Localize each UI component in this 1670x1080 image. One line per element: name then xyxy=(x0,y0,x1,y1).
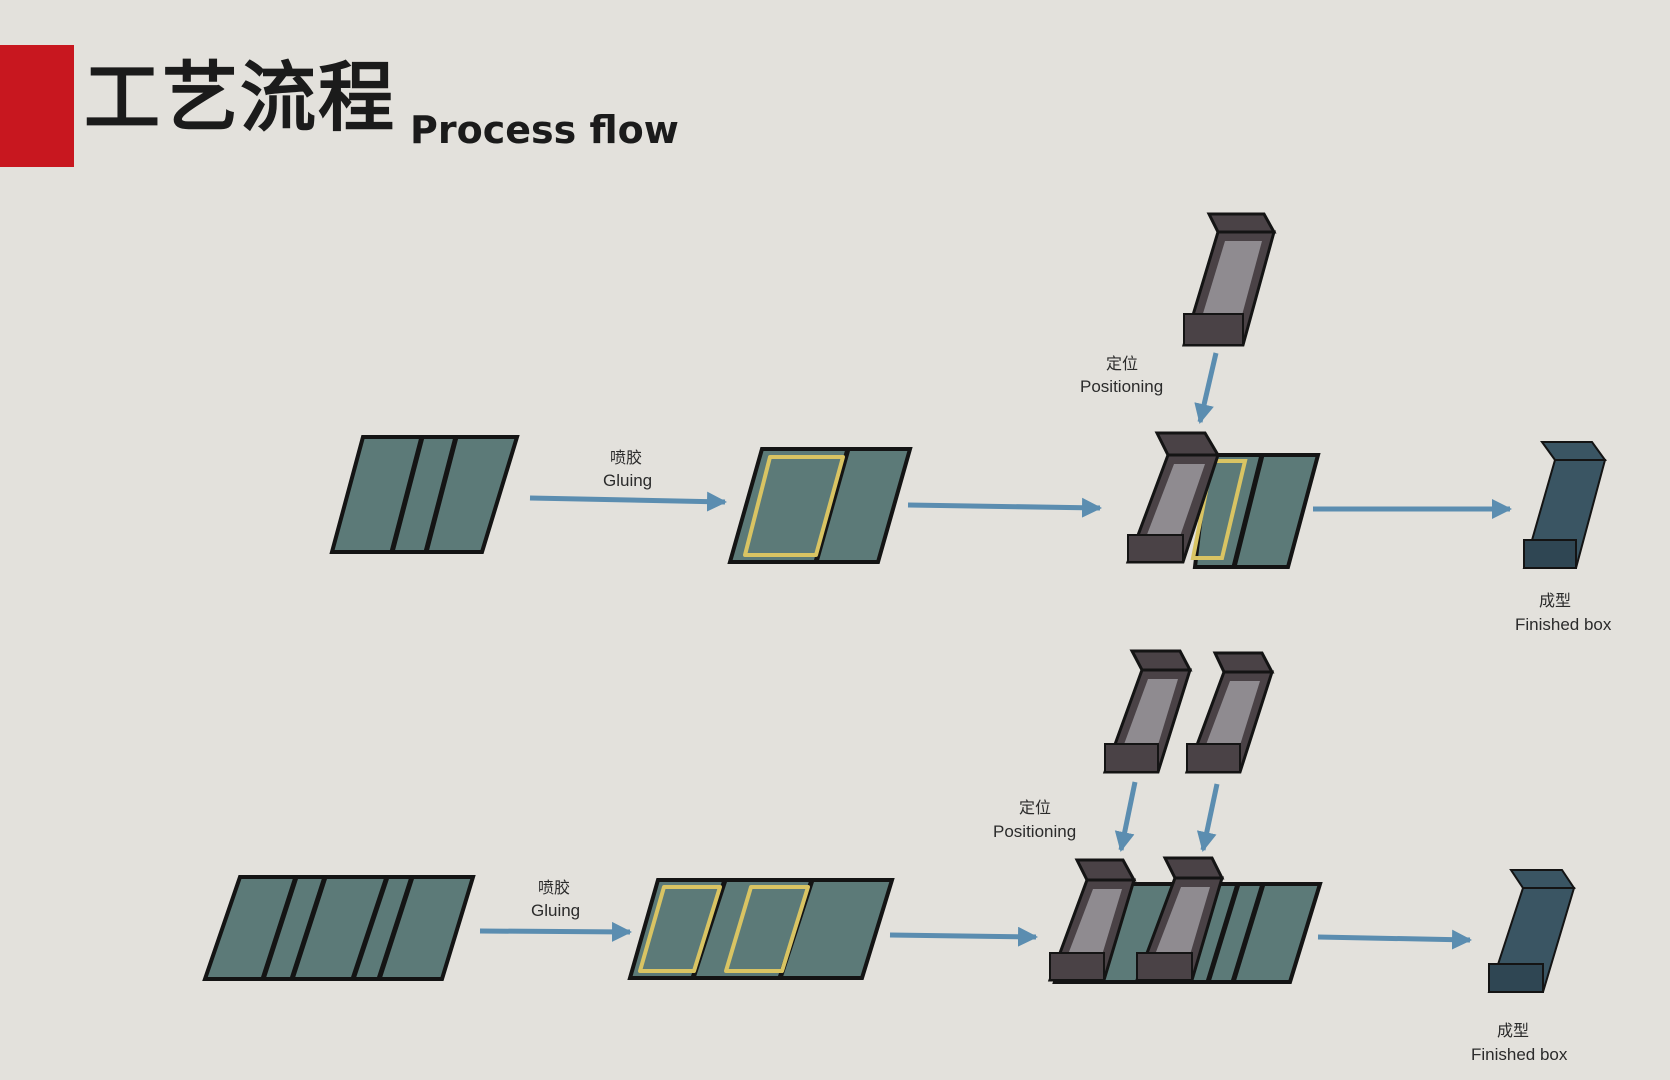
finished-box xyxy=(1522,441,1607,569)
flow-row-2: 喷胶 Gluing 定位 Positioning xyxy=(202,649,1576,1064)
gluing-arrow xyxy=(529,491,727,512)
gluing-arrow xyxy=(479,921,632,942)
flat-board-step-1 xyxy=(202,875,476,981)
glued-board-step-2 xyxy=(727,447,913,564)
box-descending xyxy=(1181,212,1277,347)
glue-outline xyxy=(743,455,845,557)
transfer-arrow xyxy=(889,926,1038,947)
transfer-arrow xyxy=(907,497,1102,518)
page-title-chinese: 工艺流程 xyxy=(84,53,396,142)
positioned-assembly-step-3 xyxy=(1047,856,1323,984)
positioning-arrow xyxy=(1194,352,1219,424)
flat-board-step-1 xyxy=(329,435,520,554)
positioning-label-en: Positioning xyxy=(993,822,1076,841)
finished-label-en: Finished box xyxy=(1471,1045,1568,1064)
flow-row-1: 喷胶 Gluing 定位 Positioning xyxy=(329,212,1612,634)
box-descending xyxy=(1184,651,1275,774)
title-accent-bar xyxy=(0,45,74,167)
finished-box xyxy=(1487,869,1576,993)
glue-outline xyxy=(724,885,810,973)
glue-outline xyxy=(638,885,722,973)
positioned-assembly-step-3 xyxy=(1125,431,1321,569)
gluing-label-en: Gluing xyxy=(531,901,580,920)
positioning-arrow xyxy=(1196,783,1220,852)
box-descending xyxy=(1102,649,1193,774)
finished-label-cn: 成型 xyxy=(1497,1021,1529,1040)
gluing-label-cn: 喷胶 xyxy=(538,878,570,897)
positioning-label-cn: 定位 xyxy=(1019,798,1051,817)
gluing-label-en: Gluing xyxy=(603,471,652,490)
finished-label-en: Finished box xyxy=(1515,615,1612,634)
positioning-arrow xyxy=(1114,781,1138,852)
positioning-label-en: Positioning xyxy=(1080,377,1163,396)
finishing-arrow xyxy=(1317,929,1472,950)
page-title-english: Process flow xyxy=(410,108,679,152)
glued-board-step-2 xyxy=(627,878,895,980)
finished-label-cn: 成型 xyxy=(1539,591,1571,610)
positioning-label-cn: 定位 xyxy=(1106,354,1138,373)
gluing-label-cn: 喷胶 xyxy=(610,448,642,467)
